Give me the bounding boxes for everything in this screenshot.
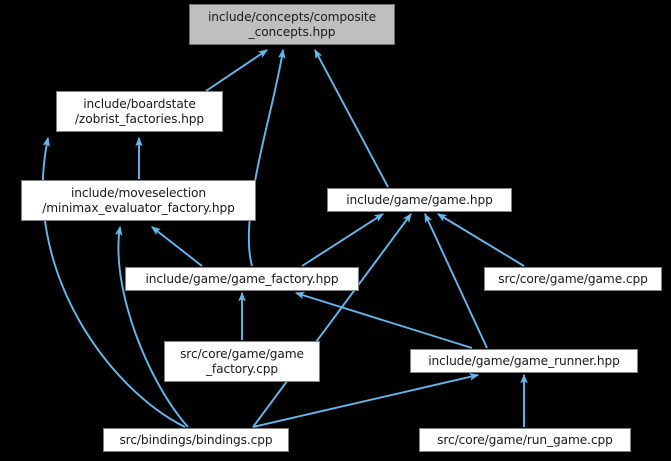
node-run_game_cpp[interactable]: src/core/game/run_game.cpp xyxy=(419,428,631,452)
node-label: include/game/game_runner.hpp xyxy=(428,353,620,368)
edge-game_factory_hpp-to-composite_concepts xyxy=(247,48,286,267)
edge-bindings_cpp-to-game_runner_hpp xyxy=(252,373,480,428)
node-label: src/bindings/bindings.cpp xyxy=(119,432,273,447)
node-label: src/core/game/game _factory.cpp xyxy=(180,347,304,376)
edge-zobrist_factories-to-composite_concepts xyxy=(205,49,268,92)
node-game_runner_hpp[interactable]: include/game/game_runner.hpp xyxy=(410,349,638,373)
node-game_factory_hpp[interactable]: include/game/game_factory.hpp xyxy=(125,267,359,291)
edge-game_cpp-to-game_hpp xyxy=(437,213,525,267)
edge-game_runner_hpp-to-game_hpp xyxy=(424,212,488,349)
edge-game_runner_hpp-to-game_factory_hpp xyxy=(294,291,473,349)
node-label: include/game/game.hpp xyxy=(346,192,493,207)
node-game_factory_cpp[interactable]: src/core/game/game _factory.cpp xyxy=(164,341,320,382)
edge-game_hpp-to-composite_concepts xyxy=(314,48,389,188)
node-game_cpp[interactable]: src/core/game/game.cpp xyxy=(484,267,662,291)
node-zobrist_factories[interactable]: include/boardstate /zobrist_factories.hp… xyxy=(56,91,223,132)
edge-game_factory_hpp-to-minimax_factory xyxy=(151,226,203,267)
edge-bindings_cpp-to-minimax_factory xyxy=(114,225,189,428)
edge-game_factory_hpp-to-game_hpp xyxy=(301,213,384,267)
node-label: include/game/game_factory.hpp xyxy=(145,271,339,286)
node-label: include/moveselection /minimax_evaluator… xyxy=(42,186,235,215)
node-bindings_cpp[interactable]: src/bindings/bindings.cpp xyxy=(103,428,289,452)
node-label: src/core/game/run_game.cpp xyxy=(437,432,613,447)
node-label: include/boardstate /zobrist_factories.hp… xyxy=(74,97,205,126)
node-label: include/concepts/composite _concepts.hpp xyxy=(208,10,376,39)
edge-bindings_cpp-to-game_hpp xyxy=(252,213,412,428)
node-minimax_factory[interactable]: include/moveselection /minimax_evaluator… xyxy=(21,180,256,221)
node-composite_concepts[interactable]: include/concepts/composite _concepts.hpp xyxy=(189,4,395,45)
node-game_hpp[interactable]: include/game/game.hpp xyxy=(327,188,512,212)
node-label: src/core/game/game.cpp xyxy=(498,271,648,286)
